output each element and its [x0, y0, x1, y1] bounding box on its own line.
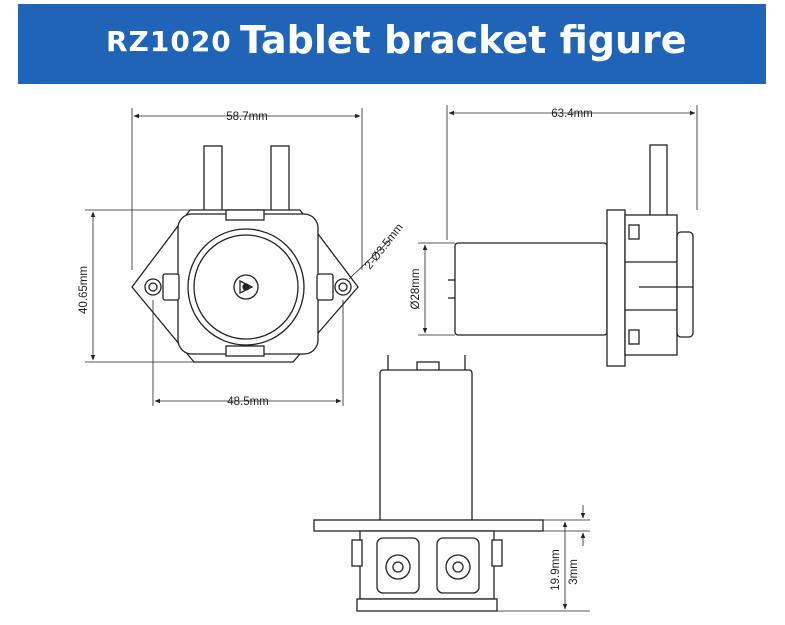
side-length-label: 63.4mm	[551, 108, 593, 120]
front-width-label: 58.7mm	[226, 111, 268, 123]
motor-diameter-label: Ø28mm	[410, 269, 422, 310]
front-height-label: 40.65mm	[78, 266, 90, 314]
title-banner: RZ1020 Tablet bracket figure	[18, 4, 766, 84]
motor-body	[454, 242, 608, 336]
left-tube	[203, 145, 223, 213]
bottom-motor-body	[379, 369, 473, 523]
bottom-dimensions	[497, 505, 590, 612]
side-view	[448, 144, 694, 367]
bottom-view	[313, 355, 544, 612]
banner-title: Tablet bracket figure	[240, 18, 687, 62]
right-tube	[270, 145, 290, 213]
front-view	[131, 145, 359, 363]
bottom-bracket-plate	[313, 519, 544, 532]
plate-thickness-label: 3mm	[568, 559, 580, 585]
front-dimensions	[85, 108, 391, 406]
side-dimensions	[418, 105, 698, 336]
hole-diameter-label: 2-Ø3.5mm	[363, 222, 406, 272]
side-bracket-plate	[606, 209, 626, 367]
hole-spacing-label: 48.5mm	[227, 396, 269, 408]
model-name: RZ1020	[106, 25, 232, 58]
bottom-height-label: 19.9mm	[550, 549, 562, 591]
